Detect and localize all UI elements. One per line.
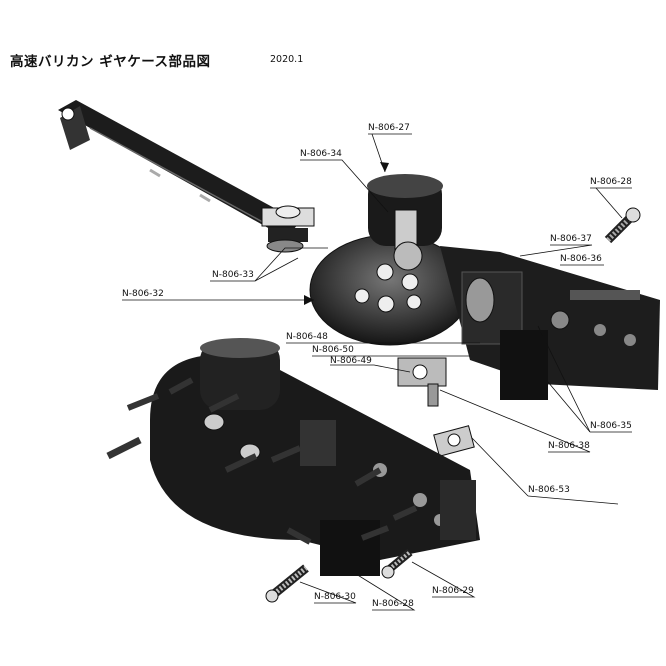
label-n-806-50: N-806-50	[312, 345, 354, 355]
label-n-806-29: N-806-29	[432, 586, 474, 596]
page-title: 高速バリカン ギヤケース部品図	[10, 54, 211, 70]
label-n-806-28-top: N-806-28	[590, 177, 632, 187]
revision-date: 2020.1	[270, 54, 304, 65]
label-n-806-32: N-806-32	[122, 289, 164, 299]
arrows	[304, 162, 389, 305]
label-n-806-48: N-806-48	[286, 332, 328, 342]
upper-gear-case	[309, 174, 660, 400]
label-n-806-49: N-806-49	[330, 356, 372, 366]
label-n-806-34: N-806-34	[300, 149, 342, 159]
bracket-49	[397, 357, 447, 407]
label-n-806-27: N-806-27	[368, 123, 410, 133]
label-n-806-37: N-806-37	[550, 234, 592, 244]
lower-gear-case	[150, 338, 480, 576]
loose-screws	[106, 377, 418, 545]
label-n-806-30: N-806-30	[314, 592, 356, 602]
label-n-806-36: N-806-36	[560, 254, 602, 264]
label-n-806-38: N-806-38	[548, 441, 590, 451]
lever-arm	[58, 100, 300, 238]
label-n-806-53: N-806-53	[528, 485, 570, 495]
pin-assembly-33	[261, 205, 315, 253]
screw-30	[265, 564, 309, 603]
screw-28-top	[604, 207, 641, 244]
label-n-806-35: N-806-35	[590, 421, 632, 431]
leader-lines	[122, 133, 632, 611]
label-n-806-28-bottom: N-806-28	[372, 599, 414, 609]
label-n-806-33: N-806-33	[212, 270, 254, 280]
screw-29	[381, 548, 413, 579]
block-38	[433, 425, 475, 457]
